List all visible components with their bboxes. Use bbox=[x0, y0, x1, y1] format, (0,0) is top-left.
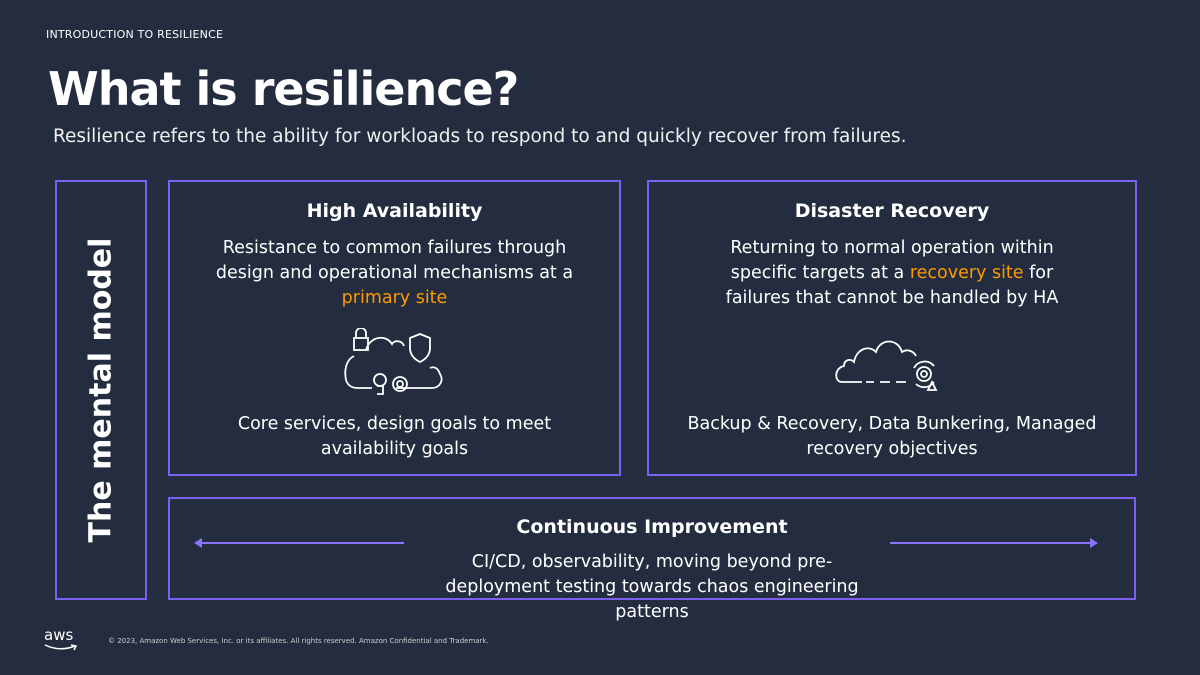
aws-logo-text: aws bbox=[44, 626, 74, 644]
ha-footer: Core services, design goals to meet avai… bbox=[237, 414, 552, 459]
ci-description: CI/CD, observability, moving beyond pre-… bbox=[445, 552, 859, 622]
mental-model-label-box: The mental model bbox=[55, 180, 147, 600]
left-arrow-icon bbox=[194, 538, 404, 548]
side-label: The mental model bbox=[83, 237, 119, 543]
ha-desc-text: Resistance to common failures through de… bbox=[215, 238, 574, 283]
continuous-improvement-card: Continuous Improvement CI/CD, observabil… bbox=[168, 497, 1136, 622]
ha-description: Resistance to common failures through de… bbox=[170, 236, 619, 311]
ci-heading: Continuous Improvement bbox=[516, 516, 788, 538]
high-availability-card: High Availability Resistance to common f… bbox=[168, 180, 621, 476]
slide-subtitle: Resilience refers to the ability for wor… bbox=[53, 126, 907, 147]
copyright-notice: © 2023, Amazon Web Services, Inc. or its… bbox=[108, 637, 489, 645]
section-kicker: INTRODUCTION TO RESILIENCE bbox=[46, 28, 224, 41]
dr-footer: Backup & Recovery, Data Bunkering, Manag… bbox=[687, 414, 1097, 459]
ha-heading: High Availability bbox=[306, 200, 483, 222]
dr-desc-text: Returning to normal operation within spe… bbox=[730, 238, 1054, 283]
dr-heading: Disaster Recovery bbox=[794, 200, 990, 222]
dr-description: Returning to normal operation within spe… bbox=[649, 236, 1135, 311]
slide-title: What is resilience? bbox=[48, 62, 519, 116]
aws-smile-icon bbox=[44, 644, 78, 651]
right-arrow-icon bbox=[890, 538, 1098, 548]
cloud-lock-shield-bulb-gear-icon bbox=[343, 328, 442, 395]
disaster-recovery-card: Disaster Recovery Returning to normal op… bbox=[647, 180, 1137, 476]
aws-logo: aws bbox=[44, 626, 78, 651]
dr-desc-highlight: recovery site bbox=[909, 263, 1024, 283]
ha-desc-highlight: primary site bbox=[341, 288, 448, 308]
dr-desc-text-end: for failures that cannot be handled by H… bbox=[725, 263, 1059, 308]
cloud-recovery-gear-icon bbox=[835, 340, 938, 391]
